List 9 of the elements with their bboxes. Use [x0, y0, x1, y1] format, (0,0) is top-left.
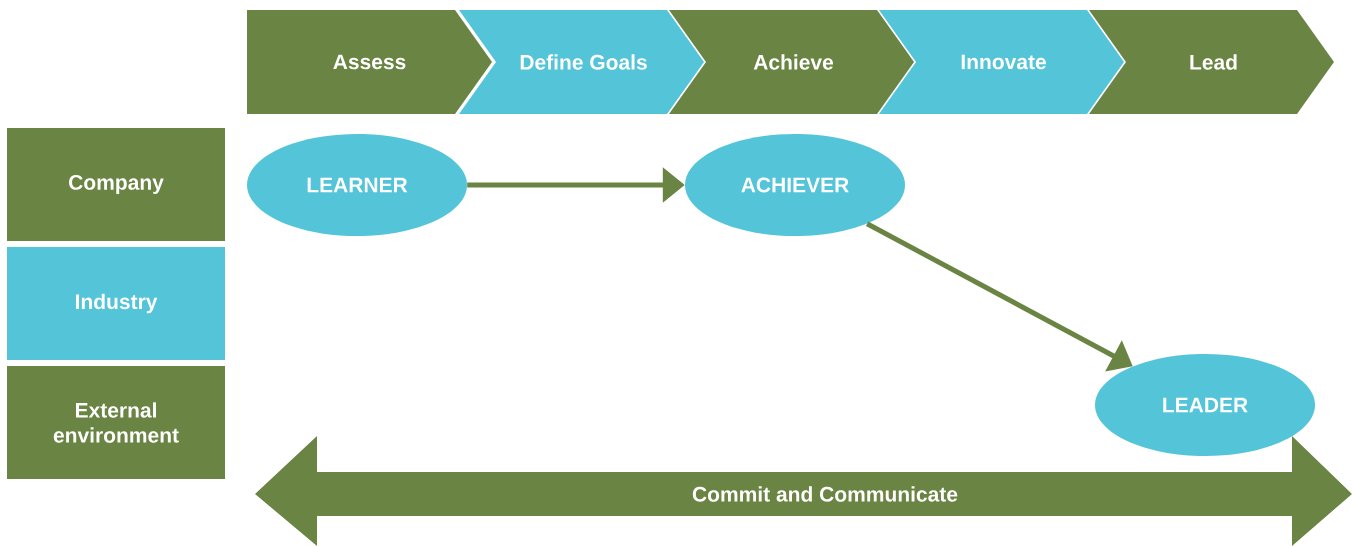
- double-arrow-band: Commit and Communicate: [255, 436, 1352, 546]
- chevron-step: Assess: [247, 10, 492, 114]
- row-label-box: Company: [7, 128, 225, 241]
- chevron-step: Define Goals: [459, 10, 704, 114]
- row-label-box: External environment: [7, 366, 225, 479]
- chevron-step: Innovate: [879, 10, 1124, 114]
- row-label-box: Industry: [7, 247, 225, 360]
- chevron-step: Achieve: [669, 10, 914, 114]
- chevron-step: Lead: [1089, 10, 1334, 114]
